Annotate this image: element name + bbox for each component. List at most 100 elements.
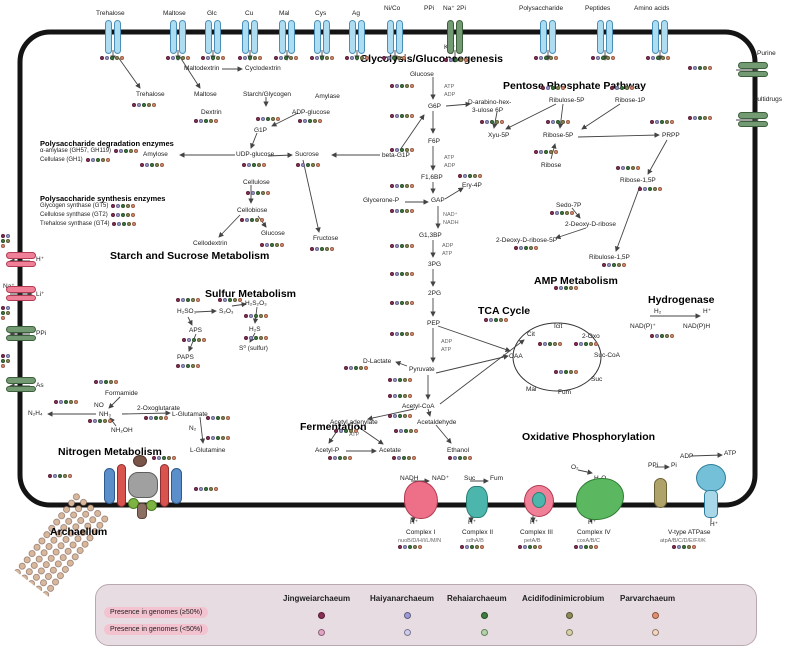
metabolite-label: G1,3BP	[419, 232, 442, 239]
presence-dots	[310, 56, 334, 60]
enzyme-label: Glycogen synthase (GT5)	[40, 203, 109, 209]
metabolite-label: Trehalose	[96, 10, 125, 17]
presence-dots	[244, 314, 268, 318]
metabolite-label: Cellodextrin	[193, 240, 228, 247]
reaction-arrow	[435, 424, 452, 444]
presence-dots	[448, 456, 472, 460]
presence-dots	[88, 419, 112, 423]
section-title: Starch and Sucrose Metabolism	[110, 250, 270, 262]
metabolite-label: H₂S₂O₃	[245, 300, 267, 307]
membrane-transporter	[6, 286, 36, 301]
presence-dots	[538, 342, 562, 346]
metabolite-label: Amino acids	[634, 5, 670, 12]
metabolite-label: Ribulose-5P	[549, 97, 585, 104]
presence-dots	[110, 213, 135, 217]
metabolite-label: ATP	[444, 155, 455, 161]
reaction-arrow	[581, 103, 621, 130]
metabolite-label: ADP	[444, 163, 456, 169]
metabolite-label: 2PG	[428, 290, 442, 297]
presence-dots	[554, 370, 578, 374]
metabolite-label: Ribose-1,5P	[620, 177, 656, 184]
presence-dots	[390, 84, 414, 88]
metabolite-label: N₂	[189, 425, 197, 432]
presence-dots	[574, 342, 598, 346]
presence-dots	[114, 149, 139, 153]
membrane-transporter	[6, 252, 36, 267]
presence-dots	[672, 545, 696, 549]
metabolite-label: 2-Oxo	[582, 333, 600, 340]
metabolite-label: Dextrin	[201, 109, 222, 116]
metabolite-label: Ribose-5P	[543, 132, 574, 139]
presence-dots	[140, 163, 164, 167]
metabolite-label: Trehalose	[136, 91, 165, 98]
metabolite-label: F6P	[428, 138, 440, 145]
membrane-transporter	[387, 20, 403, 54]
section-title: Polysaccharide degradation enzymes	[40, 139, 174, 148]
presence-dots	[238, 56, 262, 60]
metabolite-label: ATP	[444, 84, 455, 90]
presence-dots	[550, 211, 574, 215]
reaction-arrow	[555, 227, 587, 240]
metabolite-label: Mal	[526, 386, 537, 393]
presence-dots	[541, 86, 565, 90]
reaction-arrow	[435, 354, 509, 374]
presence-dots	[242, 163, 266, 167]
archaellum-part	[171, 468, 182, 504]
presence-dots	[111, 204, 136, 208]
metabolite-label: G1P	[254, 127, 268, 134]
metabolite-label: PAPS	[177, 354, 194, 361]
metabolite-label: Sucrose	[295, 151, 319, 158]
reaction-arrow	[577, 469, 593, 475]
metabolite-label: Fum	[490, 475, 503, 482]
metabolite-label: H⁺	[703, 308, 712, 315]
metabolite-label: NAD⁺	[443, 212, 458, 218]
metabolite-label: NO	[94, 402, 104, 409]
presence-dots	[390, 332, 414, 336]
reaction-arrow	[328, 424, 342, 444]
presence-dots	[345, 56, 369, 60]
metabolite-label: Acetyl-CoA	[402, 403, 435, 410]
metabolite-label: NAD(P)H	[683, 323, 711, 330]
membrane-transporter	[105, 20, 121, 54]
membrane-transporter	[6, 326, 36, 341]
metabolite-label: Acetyl-P	[315, 447, 340, 454]
metabolite-label: coxA/B/C	[577, 538, 600, 544]
metabolite-label: H⁺	[530, 519, 539, 526]
metabolite-label: Complex I	[406, 529, 436, 536]
metabolite-label: APS	[189, 327, 203, 334]
presence-dots	[298, 119, 322, 123]
reaction-arrow	[271, 112, 299, 127]
reaction-arrow	[231, 301, 247, 308]
presence-dots	[392, 456, 416, 460]
section-title: Oxidative Phosphorylation	[522, 431, 656, 443]
presence-dots	[328, 456, 352, 460]
membrane-transporter	[242, 20, 258, 54]
presence-dots	[166, 56, 190, 60]
metabolite-label: Ribulose-1,5P	[589, 254, 630, 261]
reaction-arrow	[195, 308, 217, 314]
metabolite-label: nuoB/D/H/I/L/M/N	[398, 538, 442, 544]
reaction-arrow	[302, 159, 321, 233]
metabolite-label: 2-Deoxy-D-ribose	[565, 221, 616, 228]
metabolite-label: beta-G1P	[382, 152, 410, 159]
presence-dots	[390, 184, 414, 188]
metabolite-label: Maltodextrin	[184, 65, 220, 72]
metabolite-label: Li⁺	[36, 291, 45, 298]
metabolite-label: petA/B	[524, 538, 541, 544]
presence-dots	[344, 366, 368, 370]
presence-dots	[112, 222, 137, 226]
enzyme-label: Cellulose synthase (GT2)	[40, 212, 108, 218]
archaellum-part	[146, 500, 157, 511]
archaellum-part	[117, 464, 126, 507]
metabolite-label: Acetate	[379, 447, 402, 454]
reaction-arrow	[267, 152, 293, 158]
presence-dots	[390, 148, 414, 152]
metabolite-label: Icit	[554, 323, 563, 330]
metabolite-label: Suc	[464, 475, 476, 482]
reaction-arrow	[690, 452, 723, 458]
reaction-arrow	[188, 333, 197, 352]
presence-dots	[514, 246, 538, 250]
reaction-arrow	[505, 103, 557, 130]
presence-dots	[688, 116, 712, 120]
